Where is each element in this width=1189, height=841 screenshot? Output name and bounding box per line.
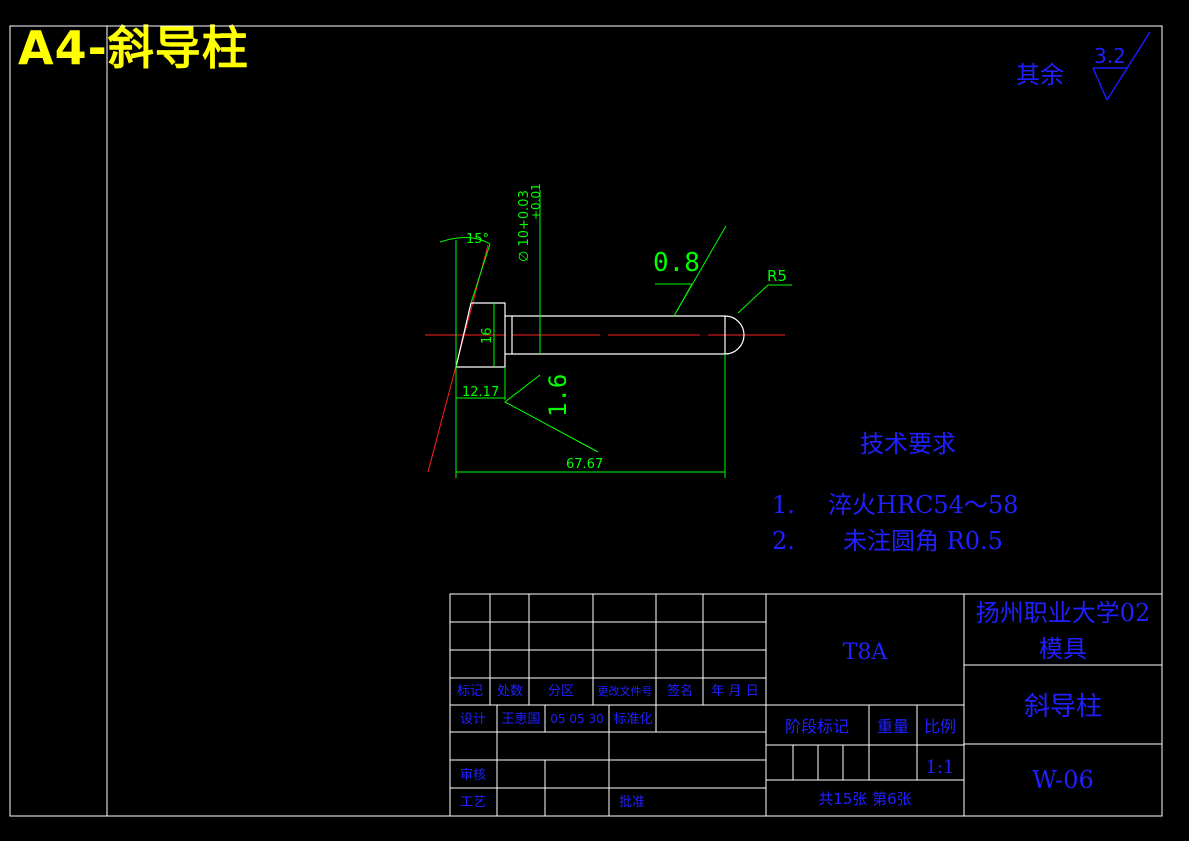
tb-review-label: 审核 (460, 768, 486, 783)
tb-school-line2: 模具 (1039, 635, 1087, 663)
title-block-grid (449, 593, 1163, 817)
tb-drawing-no: W-06 (1032, 766, 1094, 794)
surface-note-value: 3.2 (1094, 44, 1126, 68)
roughness-symbol-general (1092, 31, 1151, 101)
tb-design-date: 05 05 30 (550, 712, 603, 726)
tb-school-line1: 扬州职业大学02 (976, 599, 1151, 627)
tb-header-mark: 标记 (457, 684, 483, 699)
dim-diameter-lower: +0.01 (529, 183, 543, 220)
tb-scale: 1:1 (926, 757, 955, 778)
tb-header-date: 年 月 日 (711, 684, 758, 699)
outer-frame (9, 25, 1163, 817)
tech-heading: 技术要求 (860, 430, 956, 458)
tb-header-change-doc: 更改文件号 (598, 684, 653, 698)
dim-angle: 15° (466, 232, 489, 247)
tb-header-sign: 签名 (667, 683, 693, 699)
tb-standard-label: 标准化 (613, 712, 652, 727)
roughness-value-top: 0.8 (653, 248, 700, 278)
dim-head-height: 16 (480, 327, 495, 344)
tb-sheets: 共15张 第6张 (818, 790, 911, 808)
tb-material: T8A (843, 640, 889, 665)
tb-scale-label: 比例 (924, 717, 956, 736)
dim-overall-length: 67.67 (566, 457, 603, 472)
surface-note-label: 其余 (1016, 61, 1064, 89)
roughness-value-bottom: 1.6 (544, 374, 572, 417)
tb-approve-label: 批准 (619, 795, 645, 810)
tech-item-1-text: 淬火HRC54～58 (828, 491, 1018, 519)
dim-head-offset: 12.17 (462, 385, 499, 400)
tb-header-count: 处数 (497, 684, 523, 699)
drawing-title: A4-斜导柱 (18, 21, 249, 75)
dim-diameter: ∅ 10+0.03 (517, 190, 532, 262)
tb-header-zone: 分区 (548, 684, 574, 699)
tb-process-label: 工艺 (460, 795, 486, 810)
tb-weight-label: 重量 (877, 717, 909, 736)
tb-design-label: 设计 (460, 712, 486, 727)
dimension-lines (439, 190, 792, 478)
tb-stage-label: 阶段标记 (785, 717, 849, 736)
tech-item-2-text: 未注圆角 R0.5 (843, 527, 1003, 555)
tb-designer: 王恵国 (501, 712, 540, 727)
dim-radius: R5 (767, 267, 787, 285)
tech-item-1-num: 1. (772, 491, 795, 519)
tb-part-name: 斜导柱 (1024, 692, 1102, 722)
tech-item-2-num: 2. (772, 527, 795, 555)
